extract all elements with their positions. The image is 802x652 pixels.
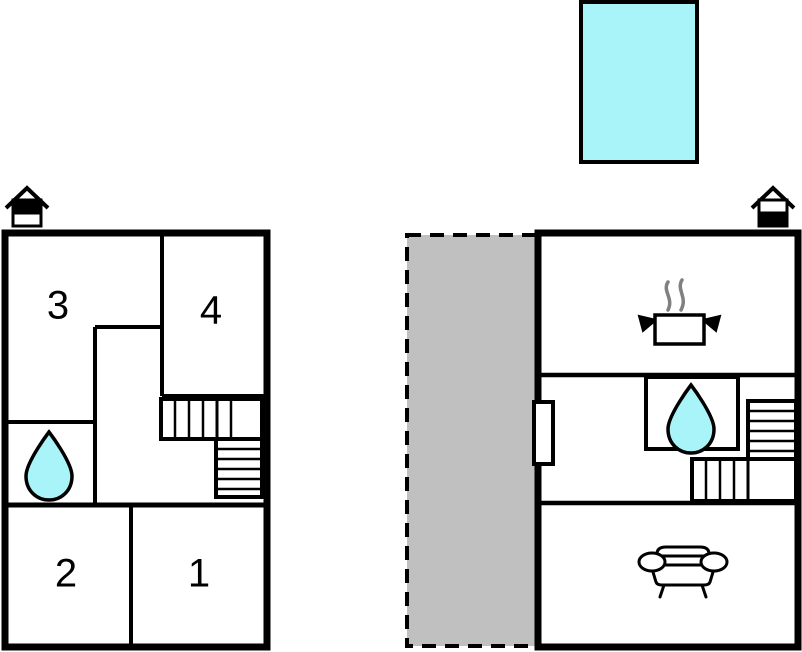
sofa-leg-left [658, 583, 666, 599]
steam-wisp-left [664, 280, 672, 312]
floor-left: 3 4 2 1 [1, 229, 271, 651]
water-drop-icon [24, 429, 74, 502]
steam-wisp-right [678, 278, 686, 312]
upper-level-marker [11, 198, 43, 215]
sofa-arm-right [699, 551, 729, 573]
pot-handle-left [637, 314, 659, 333]
stairs-horizontal-run [690, 457, 798, 503]
terrace-area [405, 233, 540, 648]
lower-level-marker [757, 211, 789, 228]
staircase-icon [690, 399, 798, 503]
sofa-leg-right [700, 583, 708, 599]
water-drop-icon [666, 382, 716, 455]
water-drop-shape [666, 382, 716, 455]
house-level-icon-ground [750, 185, 796, 228]
room-label-2: 2 [55, 552, 77, 596]
lower-level-marker [11, 211, 43, 228]
house-level-icon-upper [4, 185, 50, 228]
sofa-icon [637, 545, 729, 599]
floor-right [405, 229, 802, 651]
pool-basin [579, 0, 699, 164]
swimming-pool [579, 0, 699, 164]
pot-handle-right [700, 314, 722, 333]
door-opening[interactable] [532, 400, 555, 466]
cooking-pot-icon [637, 278, 722, 346]
upper-level-marker [757, 198, 789, 215]
stairs-horizontal-run [159, 397, 264, 441]
water-drop-shape [24, 429, 74, 502]
pot-body [653, 313, 706, 346]
room-label-1: 1 [188, 552, 210, 596]
room-label-4: 4 [200, 289, 222, 333]
sofa-arm-left [637, 551, 667, 573]
staircase-icon [159, 397, 264, 499]
room-label-3: 3 [47, 284, 69, 328]
